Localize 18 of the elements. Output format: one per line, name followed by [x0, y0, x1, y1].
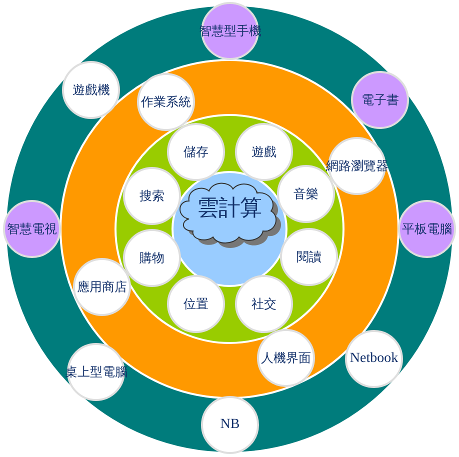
node-label: Netbook	[350, 351, 398, 367]
node-label: 應用商店	[77, 278, 127, 296]
node-label: 平板電腦	[402, 220, 452, 238]
node-label: 作業系統	[141, 94, 191, 110]
node-label: 閱讀	[296, 248, 322, 266]
node-label: 雲計算	[196, 195, 262, 223]
node-label: 電子書	[361, 92, 399, 108]
node-label: 人機界面	[261, 350, 311, 366]
node-label: 購物	[140, 250, 164, 266]
node-label: 智慧電視	[7, 220, 57, 238]
node-label: 位置	[184, 296, 208, 312]
node-label: 音樂	[294, 186, 318, 202]
node-label: 遊戲	[252, 144, 276, 160]
node-label: 搜索	[140, 188, 164, 204]
node-label: 社交	[252, 296, 276, 312]
node-label: NB	[220, 417, 240, 433]
node-label: 遊戲機	[72, 82, 110, 98]
node-label: 儲存	[184, 144, 208, 160]
